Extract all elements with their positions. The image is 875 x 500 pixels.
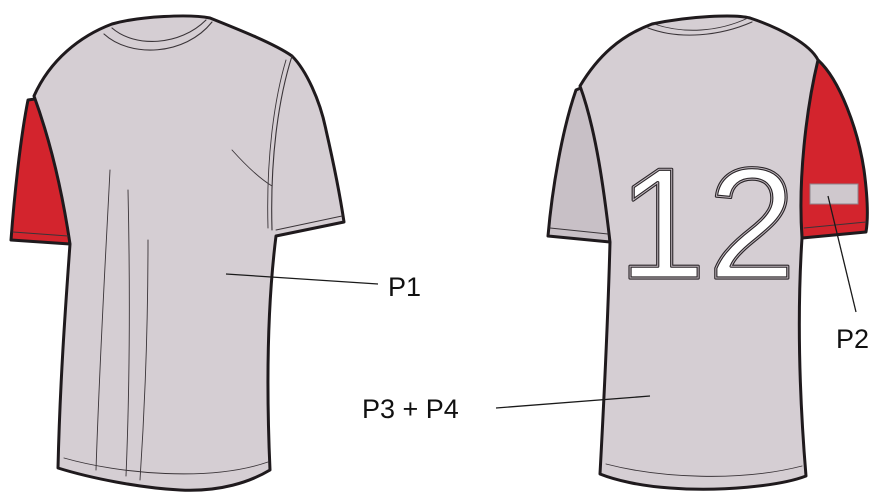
front-collar-inner	[111, 19, 207, 42]
front-chest-fold	[231, 149, 273, 187]
back-collar	[647, 21, 753, 36]
back-left-cuff	[549, 227, 609, 235]
front-fold-3	[139, 239, 149, 481]
front-right-cuff	[275, 215, 343, 231]
callout-p1: P1	[225, 272, 421, 302]
back-body	[578, 14, 820, 491]
callout-p2: P2	[827, 195, 869, 354]
back-collar-inner	[653, 17, 749, 31]
leader-line-p2	[827, 195, 857, 313]
front-shirt	[9, 14, 346, 492]
callout-label-p2: P2	[836, 324, 869, 354]
back-hem	[605, 463, 803, 477]
front-left-cuff	[12, 231, 69, 237]
front-collar	[103, 21, 213, 51]
front-hem	[63, 457, 269, 475]
front-right-sleeve-seam-2	[267, 59, 287, 229]
callout-label-p1: P1	[388, 272, 421, 302]
callout-label-p3-p4: P3 + P4	[362, 394, 459, 424]
back-shirt: 12 12	[546, 14, 869, 491]
front-body	[32, 14, 346, 492]
leader-line-p1	[225, 273, 379, 285]
leader-line-p3-p4	[495, 395, 651, 409]
jersey-number: 12	[618, 136, 798, 312]
jersey-number-inner: 12	[618, 136, 798, 312]
front-right-sleeve-seam	[271, 55, 293, 231]
front-fold-2	[125, 189, 130, 477]
front-fold-1	[95, 169, 111, 471]
sleeve-patch	[809, 183, 859, 205]
callout-p3-p4: P3 + P4	[362, 394, 651, 424]
